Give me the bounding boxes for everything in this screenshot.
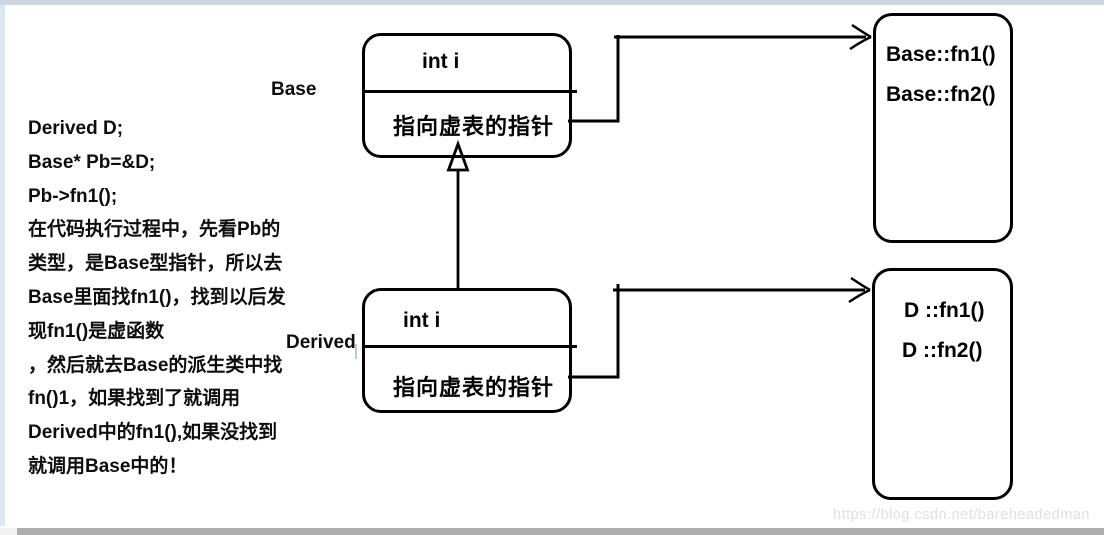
note-line: 就调用Base中的！ [28, 455, 188, 477]
derived-vtable-entry: D ::fn2() [902, 339, 983, 362]
derived-class-label: Derived [286, 332, 356, 353]
base-field-vptr: 指向虚表的指针 [393, 114, 555, 139]
note-line: Derived中的fn1(),如果没找到 [28, 422, 278, 444]
derived-vptr-arrow [568, 276, 871, 379]
base-vtable-entry: Base::fn2() [886, 83, 996, 106]
base-box-divider [362, 90, 577, 93]
note-line: ，然后就去Base的派生类中找 [28, 354, 283, 376]
base-class-label: Base [271, 79, 317, 100]
note-line: 类型，是Base型指针，所以去 [28, 253, 283, 275]
window-top-border [0, 0, 1104, 5]
watermark: https://blog.csdn.net/bareheadedman [833, 507, 1090, 523]
inheritance-arrow [446, 139, 470, 288]
note-line: 现fn1()是虚函数 [28, 320, 165, 342]
base-vtable-box [873, 13, 1013, 243]
text-cursor [355, 344, 357, 359]
code-line: Derived D; [28, 118, 124, 139]
note-line: 在代码执行过程中，先看Pb的 [28, 219, 281, 241]
derived-box-divider [362, 345, 577, 348]
code-line: Pb->fn1(); [28, 185, 118, 207]
note-line: fn()1，如果找到了就调用 [28, 388, 241, 410]
base-field-int-i: int i [422, 50, 460, 73]
code-line: Base* Pb=&D; [28, 151, 156, 173]
base-vtable-entry: Base::fn1() [886, 43, 996, 66]
explanation-text: Derived D; Base* Pb=&D; Pb->fn1(); 在代码执行… [28, 112, 328, 484]
derived-vtable-entry: D ::fn1() [904, 299, 985, 322]
derived-field-vptr: 指向虚表的指针 [393, 375, 555, 400]
base-vptr-arrow [568, 23, 872, 123]
scrollbar-corner [0, 528, 17, 535]
derived-vtable-box [872, 268, 1013, 500]
horizontal-scrollbar[interactable] [17, 528, 1104, 535]
window-left-border [0, 5, 5, 526]
derived-field-int-i: int i [403, 309, 441, 332]
note-line: Base里面找fn1()，找到以后发 [28, 286, 286, 308]
